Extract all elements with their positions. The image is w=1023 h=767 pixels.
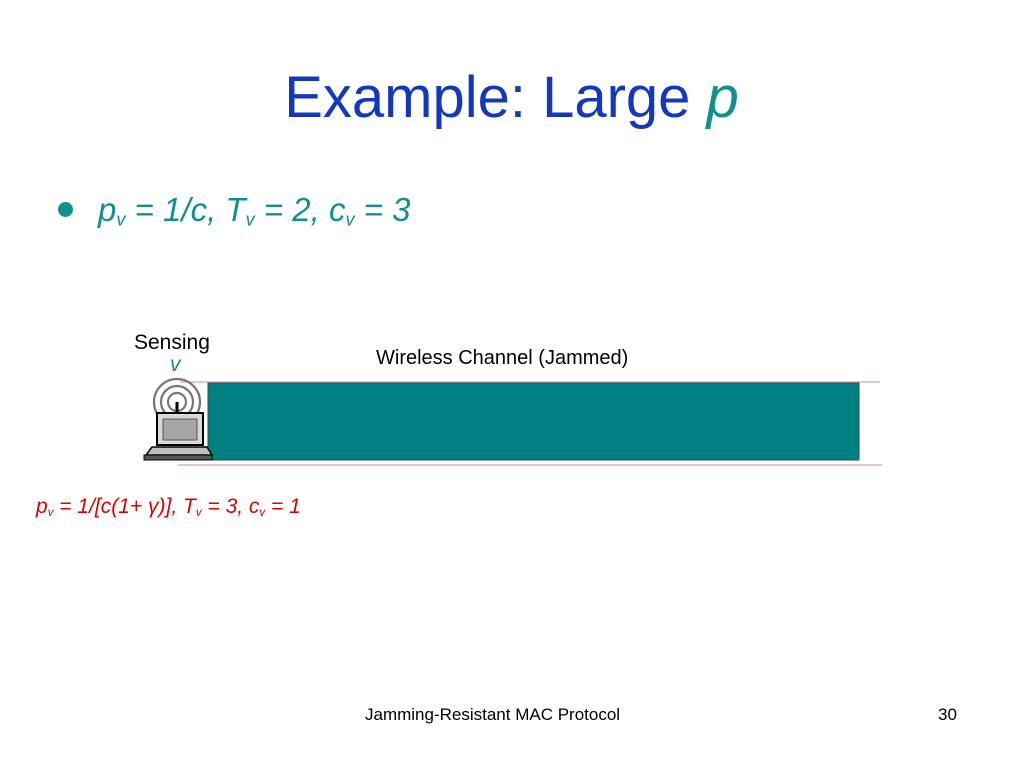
page-number: 30: [938, 705, 957, 724]
formula-t-rest: = 3,: [201, 495, 249, 518]
title-variable-p: p: [706, 65, 739, 130]
formula-t-sub: v: [195, 506, 202, 519]
bullet-t-rest: = 2,: [254, 191, 329, 228]
jammed-channel-block: [207, 382, 860, 461]
bullet-c-var: c: [328, 191, 346, 228]
sensing-label: Sensing: [134, 331, 210, 354]
bullet-p-var: p: [98, 191, 117, 228]
formula-p-rest: = 1/[c(1+ γ)],: [53, 495, 184, 518]
footer-title: Jamming-Resistant MAC Protocol: [365, 705, 621, 724]
slide-title: Example: Large p: [0, 62, 1023, 134]
formula-c-sub: v: [259, 506, 266, 519]
bullet-p-sub: v: [116, 209, 126, 230]
channel-label: Wireless Channel (Jammed): [376, 347, 629, 369]
formula-t-var: T: [183, 495, 196, 518]
wireless-laptop-icon: [143, 377, 214, 461]
bullet-p-rest: = 1/c,: [125, 191, 226, 228]
bullet-c-rest: = 3: [354, 191, 411, 228]
formula-p-sub: v: [47, 506, 54, 519]
bullet-dot-icon: [58, 202, 73, 217]
formula-c-var: c: [248, 495, 260, 518]
title-text: Example: Large: [284, 65, 707, 130]
node-v-parameters: pv = 1/[c(1+ γ)], Tv = 3, cv = 1: [36, 493, 301, 521]
bullet-t-sub: v: [245, 209, 255, 230]
formula-c-rest: = 1: [265, 495, 301, 518]
bullet-t-var: T: [225, 191, 246, 228]
bullet-formula: pv = 1/c, Tv = 2, cv = 3: [98, 190, 411, 230]
node-v-label: v: [170, 353, 181, 376]
formula-p-var: p: [36, 495, 48, 518]
bullet-c-sub: v: [345, 209, 355, 230]
